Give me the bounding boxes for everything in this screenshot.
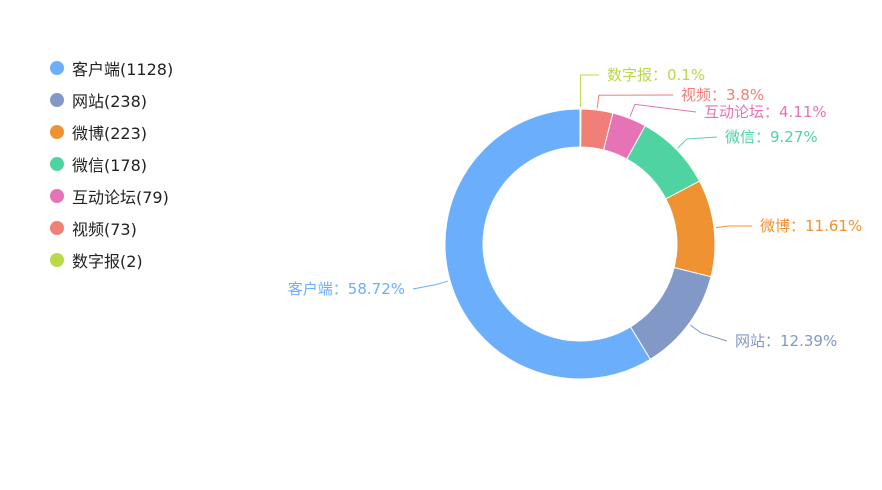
slice-label: 微信：9.27% xyxy=(725,128,818,146)
legend-item[interactable]: 客户端(1128) xyxy=(50,52,173,84)
slice-label: 网站：12.39% xyxy=(735,332,837,350)
slice-label: 微博：11.61% xyxy=(760,217,862,235)
legend-label: 视频(73) xyxy=(72,220,137,239)
legend-swatch xyxy=(50,61,64,75)
legend-label: 客户端(1128) xyxy=(72,60,174,79)
pie-slice[interactable] xyxy=(629,266,712,360)
legend-item[interactable]: 微信(178) xyxy=(50,148,173,180)
legend-item[interactable]: 微博(223) xyxy=(50,116,173,148)
legend-swatch xyxy=(50,157,64,171)
legend-label: 互动论坛(79) xyxy=(72,188,169,207)
legend-label: 微信(178) xyxy=(72,156,148,175)
legend-item[interactable]: 互动论坛(79) xyxy=(50,180,173,212)
legend-item[interactable]: 数字报(2) xyxy=(50,244,173,276)
legend-swatch xyxy=(50,125,64,139)
label-line xyxy=(579,74,599,108)
label-line xyxy=(412,280,449,290)
legend-label: 数字报(2) xyxy=(72,252,143,271)
label-line xyxy=(690,324,728,342)
label-line xyxy=(715,225,753,229)
legend-swatch xyxy=(50,221,64,235)
slice-label: 视频：3.8% xyxy=(681,86,764,104)
chart-legend: 客户端(1128) 网站(238) 微博(223) 微信(178) 互动论坛(79) 视频… xyxy=(50,52,173,276)
label-line xyxy=(677,136,718,149)
legend-label: 网站(238) xyxy=(72,92,148,111)
legend-swatch xyxy=(50,189,64,203)
label-line xyxy=(629,103,697,117)
legend-item[interactable]: 视频(73) xyxy=(50,212,173,244)
legend-swatch xyxy=(50,253,64,267)
pie-slice[interactable] xyxy=(579,108,582,148)
slice-label: 客户端：58.72% xyxy=(288,280,405,298)
slice-label: 数字报：0.1% xyxy=(607,66,705,84)
legend-swatch xyxy=(50,93,64,107)
legend-label: 微博(223) xyxy=(72,124,148,143)
legend-item[interactable]: 网站(238) xyxy=(50,84,173,116)
slice-label: 互动论坛：4.11% xyxy=(704,103,827,121)
pie-slice[interactable] xyxy=(444,108,652,380)
label-line xyxy=(596,94,674,109)
